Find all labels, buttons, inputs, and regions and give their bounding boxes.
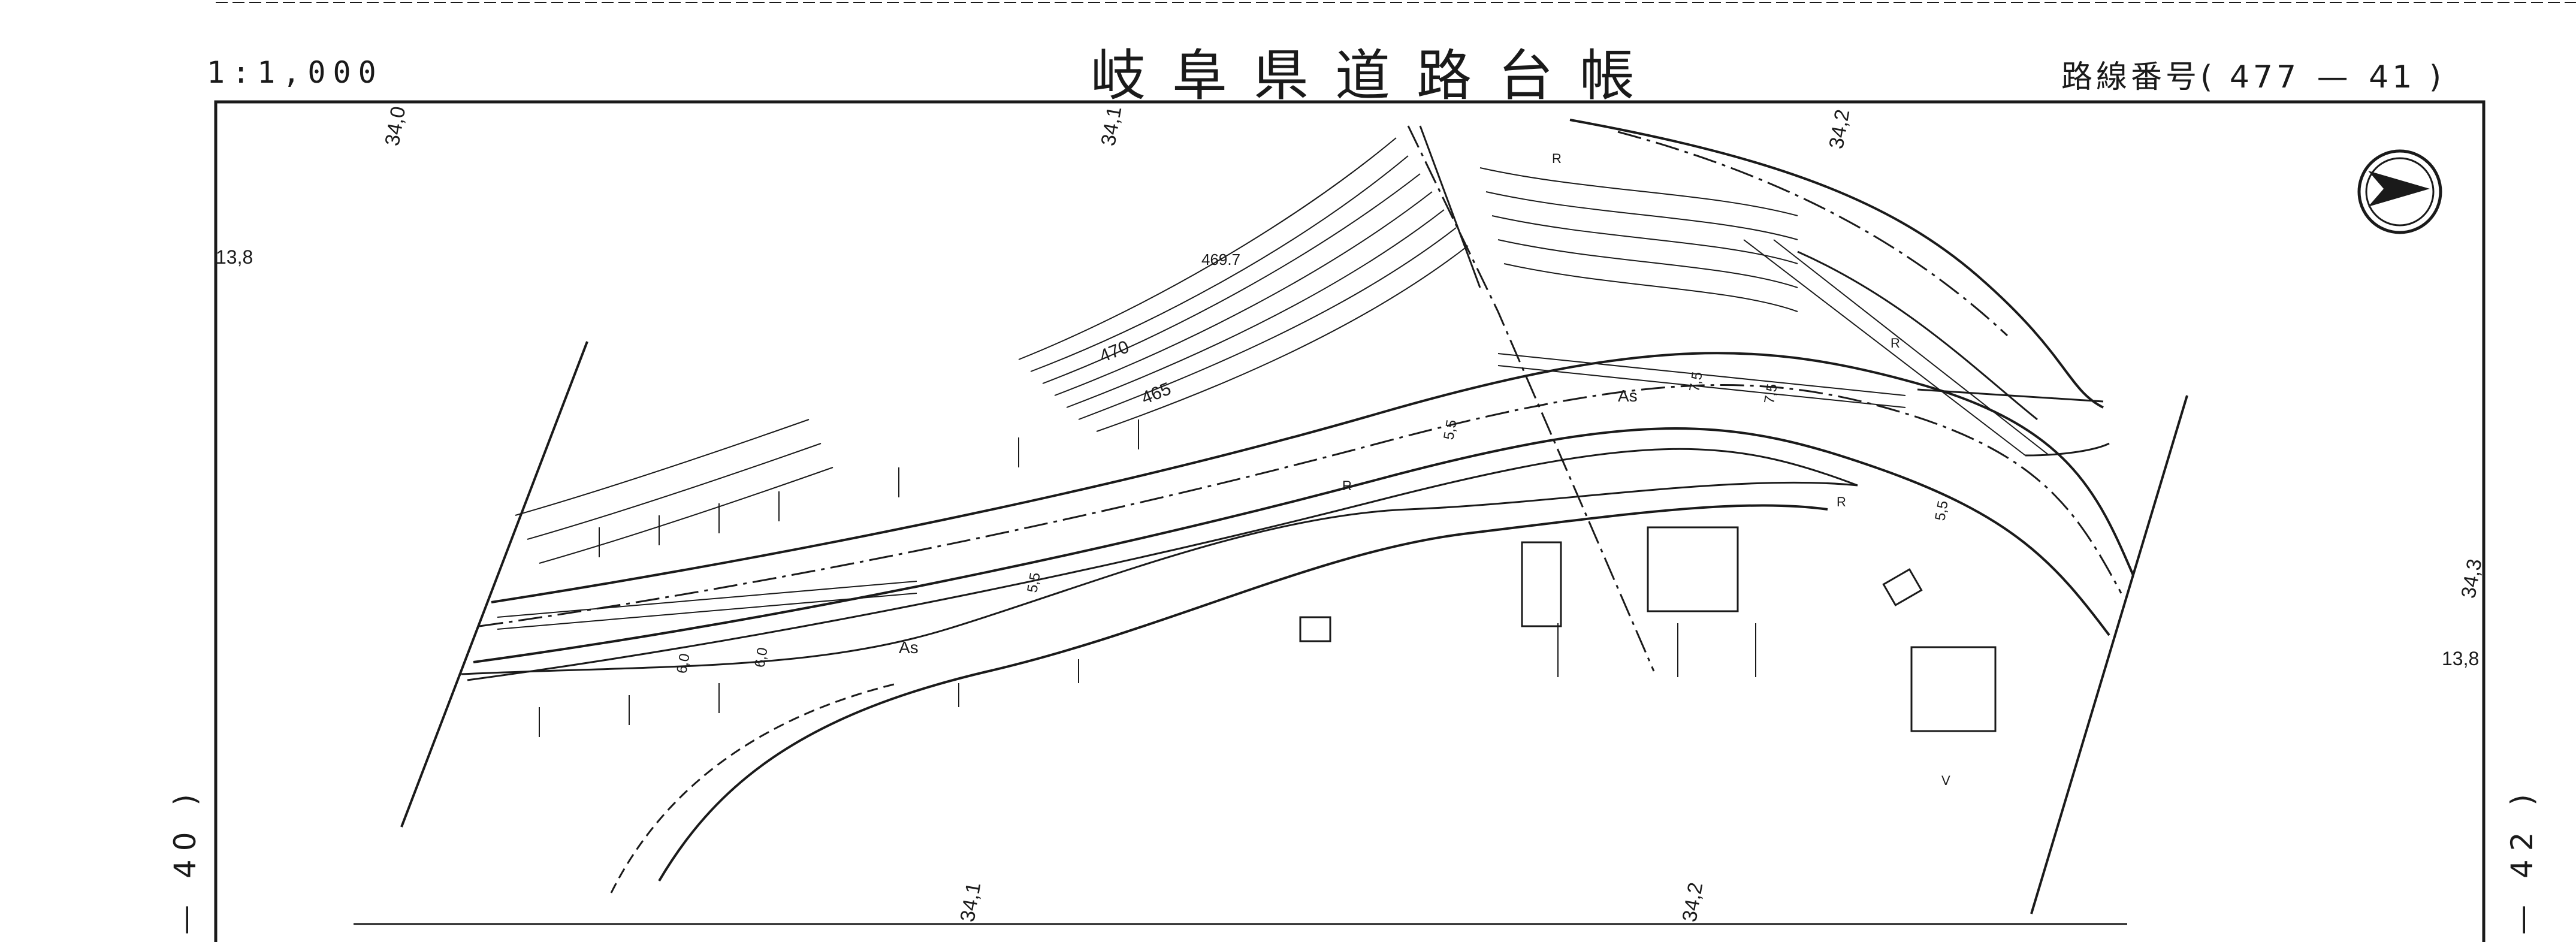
lower-road-curve — [658, 504, 1828, 882]
road-edge-north — [491, 352, 2134, 603]
slope-hatching — [539, 419, 1756, 737]
width-label: 5,5 — [1024, 571, 1043, 594]
contour-lines — [515, 137, 1798, 564]
r-mark: R — [1891, 336, 1900, 351]
sheet-title: 岐阜県道路台帳 — [1091, 44, 1662, 108]
road-lines — [461, 119, 2134, 893]
lower-road-dashed — [610, 682, 899, 893]
route-separator: — — [2317, 59, 2352, 95]
north-arrow-icon — [2357, 149, 2442, 234]
sheet-boundary-left — [400, 341, 588, 828]
stub-line — [2025, 442, 2110, 457]
width-label: 6,0 — [751, 646, 771, 669]
width-label: 5,5 — [1440, 418, 1460, 441]
short-connector — [1917, 388, 2104, 403]
station-341-bottom: 34,1 — [956, 881, 985, 924]
r-mark: R — [1837, 494, 1846, 509]
drainage-bank — [1419, 125, 1481, 288]
width-label: 5,5 — [1932, 499, 1951, 522]
offset-right: 13,8 — [2442, 648, 2479, 669]
r-mark: R — [1552, 151, 1562, 166]
road-shoulder-south — [467, 448, 1858, 681]
road-edge-south — [473, 427, 2110, 663]
station-342-bottom: 34,2 — [1678, 881, 1707, 924]
station-341-top: 34,1 — [1097, 105, 1126, 148]
width-label: 7,5 — [1686, 370, 1705, 393]
contour-470: 470 — [1097, 337, 1132, 366]
offset-left: 13,8 — [216, 246, 253, 268]
station-343: 34,3 — [2457, 557, 2486, 600]
surface-label: As — [899, 638, 919, 657]
route-close: ) — [2429, 59, 2445, 95]
upper-right-road-edge — [1569, 119, 2104, 409]
spot-elevation: 469.7 — [1201, 250, 1240, 268]
route-sheet-number: 41 — [2369, 59, 2416, 95]
width-label: 7,5 — [1761, 382, 1780, 405]
road-centerline — [479, 384, 2122, 627]
curb-blocks — [497, 239, 2050, 630]
route-number-label: 路線番号( 477 — 41 ) — [2061, 52, 2445, 96]
width-label: 6,0 — [674, 652, 693, 675]
station-340: 34,0 — [380, 105, 410, 148]
retaining-edge — [1797, 250, 2038, 421]
upper-right-centerline — [1617, 131, 2009, 337]
station-342-top: 34,2 — [1825, 108, 1854, 151]
route-label-text: 路線番号( — [2061, 59, 2216, 95]
map-border — [214, 100, 2486, 942]
lower-road-edge — [461, 481, 1858, 675]
drainage-line — [1407, 125, 1655, 672]
misc-mark: V — [1941, 773, 1950, 788]
buildings — [1299, 526, 1997, 732]
r-mark: R — [1342, 478, 1352, 493]
surface-label: As — [1618, 387, 1638, 405]
sheet-boundary-right — [2030, 395, 2188, 914]
map-scale: 1:1,000 — [207, 55, 383, 90]
route-number: 477 — [2229, 59, 2300, 95]
